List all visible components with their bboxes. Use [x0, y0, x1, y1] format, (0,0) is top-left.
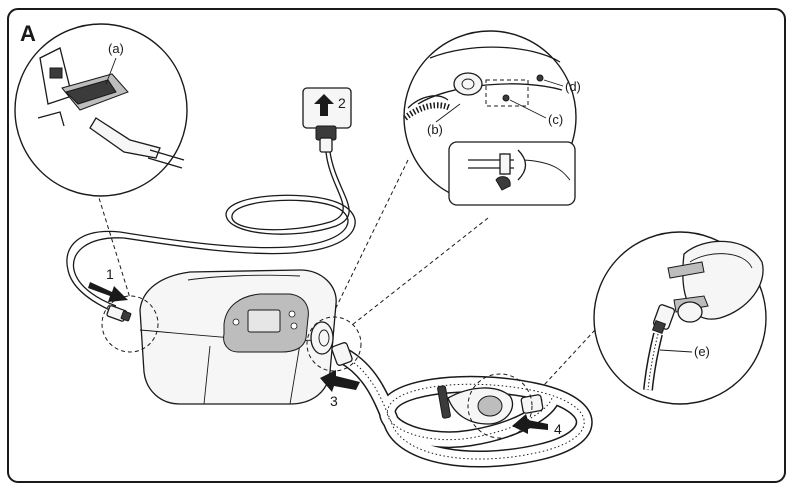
callout-a: (a) — [108, 41, 124, 56]
zoom-marker-mask — [467, 373, 533, 439]
device-screen — [247, 309, 281, 333]
power-plug — [106, 305, 132, 322]
device-button-right-2 — [290, 322, 298, 330]
step-1-label: 1 — [106, 266, 114, 282]
inset-box — [448, 141, 576, 206]
callout-c: (c) — [548, 112, 563, 127]
panel-letter: A — [20, 21, 36, 46]
step-2-label: 2 — [338, 95, 346, 111]
arrow-4-icon — [512, 414, 548, 434]
device-button-right — [288, 310, 296, 318]
callout-e: (e) — [694, 344, 710, 359]
power-outlet: 2 — [302, 87, 352, 153]
step-3-label: 3 — [330, 393, 338, 409]
zoom-marker-outlet — [306, 316, 362, 372]
zoom-lens-power-connector: (a) — [14, 23, 188, 197]
device-button-left — [232, 318, 240, 326]
cpap-device — [139, 269, 337, 405]
air-outlet — [310, 321, 334, 355]
callout-d: (d) — [565, 79, 581, 94]
step-4-label: 4 — [554, 421, 562, 437]
zoom-marker-power — [101, 295, 159, 353]
power-cord — [66, 151, 356, 313]
callout-b: (b) — [427, 122, 443, 137]
arrow-3-icon — [320, 370, 360, 392]
arrow-1-icon — [88, 282, 128, 302]
zoom-lens-mask-connection: (e) — [593, 231, 767, 405]
arrow-up-icon — [314, 94, 334, 116]
air-hose — [331, 342, 593, 468]
zoom-lens-outlet-detail: (b) (c) (d) — [403, 30, 581, 206]
